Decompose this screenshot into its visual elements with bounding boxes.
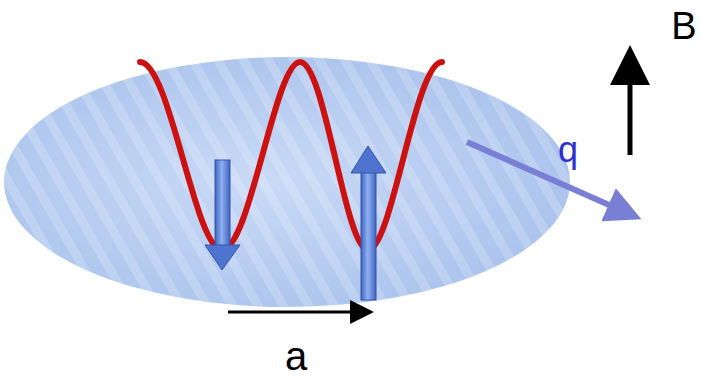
lattice-vector-arrow xyxy=(228,311,365,314)
double-well-potential xyxy=(140,62,442,250)
wavevector-arrow xyxy=(467,142,625,212)
field-label: B xyxy=(671,7,696,45)
spin-up-arrow xyxy=(351,146,386,300)
cloud-ellipse xyxy=(4,57,570,307)
wavevector-label: q xyxy=(558,132,578,168)
lattice-label: a xyxy=(285,336,307,376)
cloud-stripes xyxy=(4,57,570,307)
spin-down-arrow xyxy=(205,160,240,270)
field-arrow xyxy=(628,60,633,155)
